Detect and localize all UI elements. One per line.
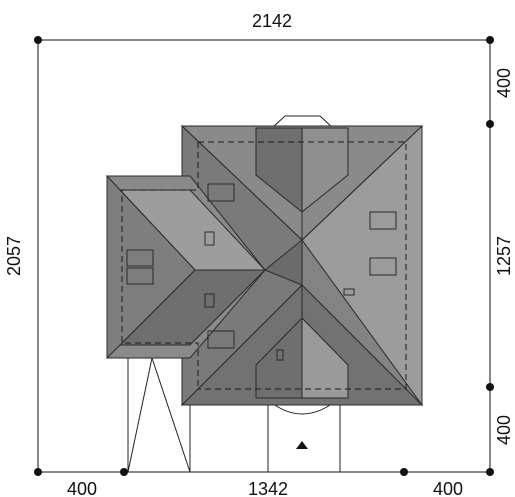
roof-wing-gable-end — [106, 174, 196, 360]
dimension-dot — [486, 36, 494, 44]
skylight — [369, 211, 397, 230]
dimension-right-top: 400 — [494, 68, 514, 98]
dimension-right-middle: 1257 — [494, 236, 514, 276]
wall-outline — [121, 142, 199, 389]
skylight — [126, 267, 154, 285]
skylight — [369, 257, 397, 276]
dimension-dot — [400, 468, 408, 476]
dimension-dot — [486, 383, 494, 391]
skylight — [204, 231, 215, 246]
skylight — [204, 293, 215, 308]
extension-line — [127, 357, 153, 473]
triangle-up-icon — [296, 441, 308, 449]
roof-valley-center — [264, 238, 303, 286]
skylight — [207, 330, 235, 349]
dimension-left-total: 2057 — [4, 236, 24, 276]
dimension-dot — [34, 36, 42, 44]
dimension-dot — [486, 120, 494, 128]
dimension-bottom-middle: 1342 — [248, 479, 288, 497]
roof — [106, 124, 424, 407]
dimension-dots — [34, 36, 494, 476]
extension-lines — [127, 357, 341, 473]
skylight — [276, 349, 284, 361]
dimension-lines — [37, 39, 491, 473]
skylight — [343, 288, 355, 296]
dimension-bottom-left: 400 — [67, 479, 97, 497]
skylights — [126, 183, 397, 361]
entrance-canopy-bottom — [271, 402, 334, 415]
skylight — [207, 183, 235, 202]
dimension-right-bottom: 400 — [494, 415, 514, 445]
skylight — [126, 249, 154, 267]
dimension-dot — [486, 468, 494, 476]
dimension-dot — [34, 468, 42, 476]
dimension-top-total: 2142 — [252, 11, 292, 31]
extension-line — [151, 357, 191, 473]
dimension-bottom-right: 400 — [433, 479, 463, 497]
dimension-dot — [120, 468, 128, 476]
